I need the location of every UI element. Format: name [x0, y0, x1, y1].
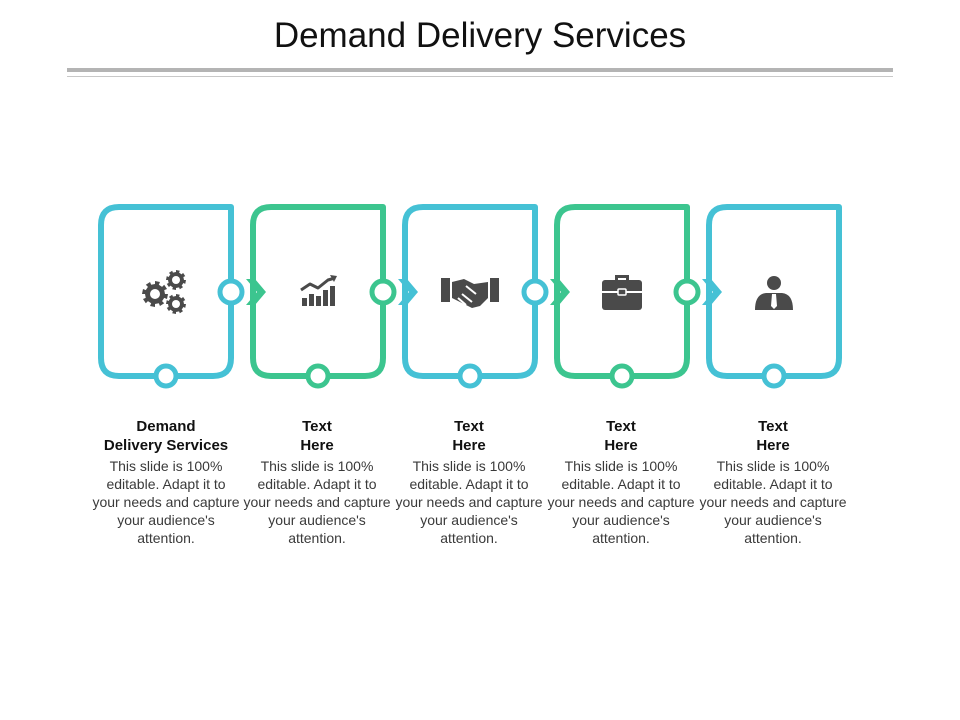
- growth-chart-icon: [300, 275, 337, 306]
- step-frames: [98, 204, 842, 389]
- step-body-5: This slide is 100% editable. Adapt it to…: [699, 458, 847, 546]
- title-divider-thin: [67, 76, 893, 77]
- step-heading-3: Text Here: [452, 418, 486, 454]
- frame-outline: [554, 204, 690, 379]
- page-title: Demand Delivery Services: [273, 16, 687, 55]
- step-text-4: Text Here This slide is 100% editable. A…: [546, 417, 696, 547]
- connector-node: [369, 278, 397, 306]
- step-heading-4: Text Here: [604, 418, 638, 454]
- step-text-2: Text Here This slide is 100% editable. A…: [242, 417, 392, 547]
- step-heading-2: Text Here: [300, 418, 334, 454]
- bottom-node: [457, 363, 483, 389]
- title-divider-thick: [67, 68, 893, 72]
- connector-node: [673, 278, 701, 306]
- step-heading-1: Demand Delivery Services: [103, 418, 229, 454]
- bottom-node: [153, 363, 179, 389]
- bottom-node: [609, 363, 635, 389]
- step-icons: [142, 270, 793, 314]
- step-frame-3: [402, 204, 570, 389]
- step-frame-5: [706, 204, 842, 389]
- step-body-1: This slide is 100% editable. Adapt it to…: [92, 458, 240, 546]
- frame-outline: [402, 204, 538, 379]
- step-body-2: This slide is 100% editable. Adapt it to…: [243, 458, 391, 546]
- frame-outline: [706, 204, 842, 379]
- step-frame-1: [98, 204, 266, 389]
- connector-node: [521, 278, 549, 306]
- bottom-node: [305, 363, 331, 389]
- businessman-icon: [755, 276, 793, 310]
- step-body-3: This slide is 100% editable. Adapt it to…: [395, 458, 543, 546]
- step-text-5: Text Here This slide is 100% editable. A…: [698, 417, 848, 547]
- step-heading-5: Text Here: [756, 418, 790, 454]
- step-text-3: Text Here This slide is 100% editable. A…: [394, 417, 544, 547]
- frame-outline: [250, 204, 386, 379]
- step-body-4: This slide is 100% editable. Adapt it to…: [547, 458, 695, 546]
- step-frame-4: [554, 204, 722, 389]
- gears-icon: [142, 270, 186, 314]
- step-text-1: Demand Delivery Services This slide is 1…: [91, 417, 241, 547]
- briefcase-icon: [602, 275, 642, 310]
- step-frame-2: [250, 204, 418, 389]
- bottom-node: [761, 363, 787, 389]
- handshake-icon: [441, 278, 499, 308]
- connector-node: [217, 278, 245, 306]
- frame-outline: [98, 204, 234, 379]
